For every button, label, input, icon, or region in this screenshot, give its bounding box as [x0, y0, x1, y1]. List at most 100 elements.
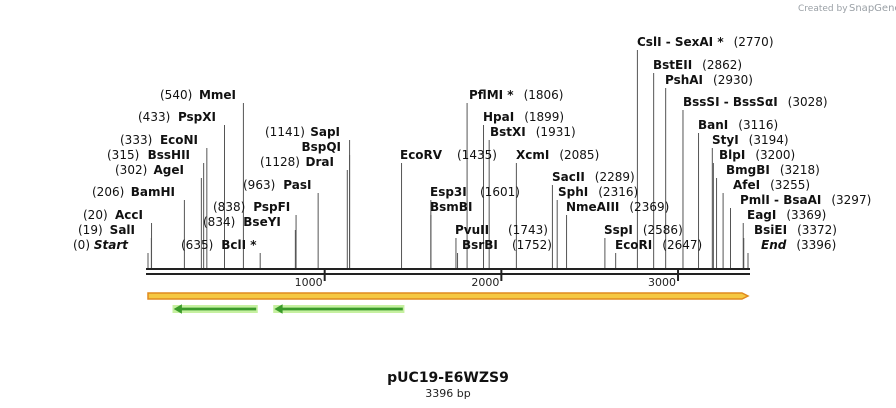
plasmid-length: 3396 bp: [425, 387, 470, 400]
restriction-site[interactable]: AgeI(302): [115, 163, 184, 177]
site-position: (2085): [559, 148, 599, 162]
site-position: (838): [213, 200, 245, 214]
restriction-site[interactable]: EcoNI (333): [120, 133, 198, 147]
site-name: BspQI: [301, 140, 341, 154]
site-position: (19): [78, 223, 103, 237]
restriction-site[interactable]: PmlI - BsaAI(3297): [740, 193, 871, 207]
site-name: SphI: [558, 185, 588, 199]
restriction-site[interactable]: NmeAIII(2369): [566, 200, 669, 214]
restriction-site[interactable]: XcmI(2085): [516, 148, 599, 162]
restriction-site[interactable]: CslI - SexAI *(2770): [637, 35, 774, 49]
site-leader-lines: [147, 50, 749, 268]
site-position: (2862): [702, 58, 742, 72]
site-position: (635): [181, 238, 213, 252]
site-position: (1743): [508, 223, 548, 237]
site-position: (333): [120, 133, 152, 147]
site-name: BclI *: [221, 238, 257, 252]
site-position: (1141): [265, 125, 305, 139]
restriction-site[interactable]: PspFI (838): [213, 200, 290, 214]
restriction-site[interactable]: SspI (2586): [604, 223, 683, 237]
restriction-site[interactable]: EcoRI(2647): [615, 238, 702, 252]
site-position: (1931): [536, 125, 576, 139]
site-position: (433): [138, 110, 170, 124]
restriction-site[interactable]: BspQI: [301, 140, 341, 154]
site-name: EcoNI: [160, 133, 198, 147]
restriction-site[interactable]: BlpI (3200): [719, 148, 795, 162]
scale-tick-label: 2000: [471, 276, 499, 289]
site-position: (1806): [524, 88, 564, 102]
restriction-site[interactable]: DraI(1128): [260, 155, 334, 169]
restriction-site[interactable]: SacII(2289): [552, 170, 635, 184]
site-position: (3194): [749, 133, 789, 147]
features-track: [147, 292, 750, 314]
restriction-site[interactable]: BssHII(315): [107, 148, 190, 162]
site-name: StyI: [712, 133, 739, 147]
restriction-site[interactable]: PspXI(433): [138, 110, 216, 124]
site-position: (2647): [662, 238, 702, 252]
feature-arrow-reverse[interactable]: [173, 304, 257, 314]
site-position: (2770): [734, 35, 774, 49]
site-name: End: [761, 238, 787, 252]
restriction-site[interactable]: BsmBI: [430, 200, 472, 214]
restriction-site[interactable]: Esp3I(1601): [430, 185, 520, 199]
site-position: (1435): [457, 148, 497, 162]
feature-arrow-reverse[interactable]: [274, 304, 403, 314]
feature-arrow-forward[interactable]: [147, 292, 750, 300]
restriction-site[interactable]: PshAI (2930): [665, 73, 753, 87]
restriction-site[interactable]: PflMI *(1806): [469, 88, 563, 102]
site-position: (3372): [797, 223, 837, 237]
restriction-site[interactable]: SapI(1141): [265, 125, 340, 139]
site-name: BsmBI: [430, 200, 472, 214]
site-position: (1128): [260, 155, 300, 169]
site-position: (2586): [643, 223, 683, 237]
site-position: (3218): [780, 163, 820, 177]
restriction-site[interactable]: BssSI - BssSαI(3028): [683, 95, 828, 109]
site-name: EcoRV: [400, 148, 443, 162]
restriction-site[interactable]: SalI(19): [78, 223, 135, 237]
site-name: Start: [94, 238, 129, 252]
restriction-site[interactable]: PasI(963): [243, 178, 311, 192]
site-name: BssHII: [148, 148, 190, 162]
restriction-site[interactable]: PvuII(1743): [455, 223, 548, 237]
site-name: BlpI: [719, 148, 745, 162]
restriction-site[interactable]: Start(0): [73, 238, 129, 252]
restriction-site[interactable]: BstEII(2862): [653, 58, 742, 72]
site-position: (3297): [831, 193, 871, 207]
restriction-site[interactable]: End(3396): [761, 238, 836, 252]
restriction-site[interactable]: BstXI (1931): [490, 125, 576, 139]
site-position: (2289): [595, 170, 635, 184]
restriction-site[interactable]: MmeI(540): [160, 88, 236, 102]
restriction-site[interactable]: BclI * (635): [181, 238, 257, 252]
restriction-site[interactable]: EcoRV (1435): [400, 148, 497, 162]
created-by-label: Created by: [798, 4, 848, 14]
site-name: BamHI: [131, 185, 175, 199]
site-name: BstXI: [490, 125, 526, 139]
site-name: PshAI: [665, 73, 703, 87]
site-name: BseYI: [243, 215, 281, 229]
restriction-site[interactable]: HpaI(1899): [483, 110, 564, 124]
site-position: (2930): [713, 73, 753, 87]
site-position: (20): [83, 208, 108, 222]
scale-tick-label: 1000: [295, 276, 323, 289]
site-position: (3200): [755, 148, 795, 162]
restriction-site[interactable]: AccI (20): [83, 208, 143, 222]
site-position: (206): [92, 185, 124, 199]
restriction-site[interactable]: BmgBI (3218): [726, 163, 820, 177]
site-name: HpaI: [483, 110, 514, 124]
site-name: BsrBI: [462, 238, 498, 252]
site-name: BmgBI: [726, 163, 770, 177]
restriction-site[interactable]: BsrBI(1752): [462, 238, 552, 252]
site-name: MmeI: [199, 88, 236, 102]
site-name: AccI: [115, 208, 143, 222]
restriction-site[interactable]: BamHI (206): [92, 185, 175, 199]
restriction-site[interactable]: SphI(2316): [558, 185, 638, 199]
site-name: PspFI: [253, 200, 290, 214]
restriction-site[interactable]: StyI (3194): [712, 133, 789, 147]
restriction-site[interactable]: EagI(3369): [747, 208, 826, 222]
restriction-site[interactable]: AfeI(3255): [733, 178, 810, 192]
restriction-site[interactable]: BsiEI(3372): [754, 223, 837, 237]
restriction-site[interactable]: BanI(3116): [698, 118, 778, 132]
site-name: SspI: [604, 223, 633, 237]
restriction-site[interactable]: BseYI (834): [203, 215, 281, 229]
site-position: (834): [203, 215, 235, 229]
